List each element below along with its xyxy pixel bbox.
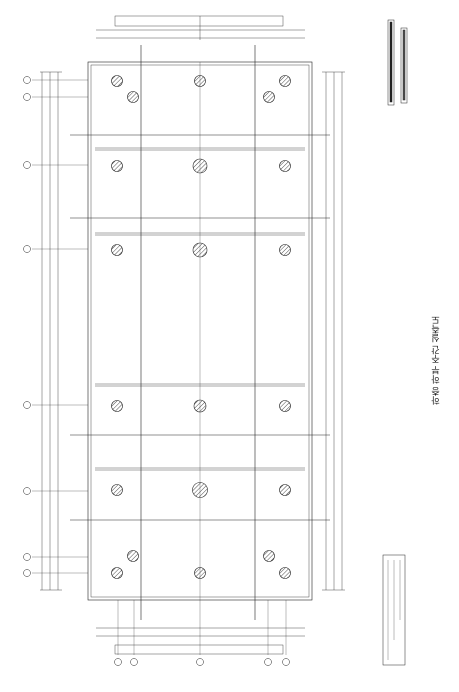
legend-box <box>382 554 406 666</box>
drawing-title: 하층 하부 주간 실측도 <box>432 315 442 405</box>
columns <box>111 75 291 579</box>
bottom-grid-bubbles <box>114 658 290 666</box>
key-bars <box>387 19 408 106</box>
left-grid-bubbles <box>23 76 31 577</box>
